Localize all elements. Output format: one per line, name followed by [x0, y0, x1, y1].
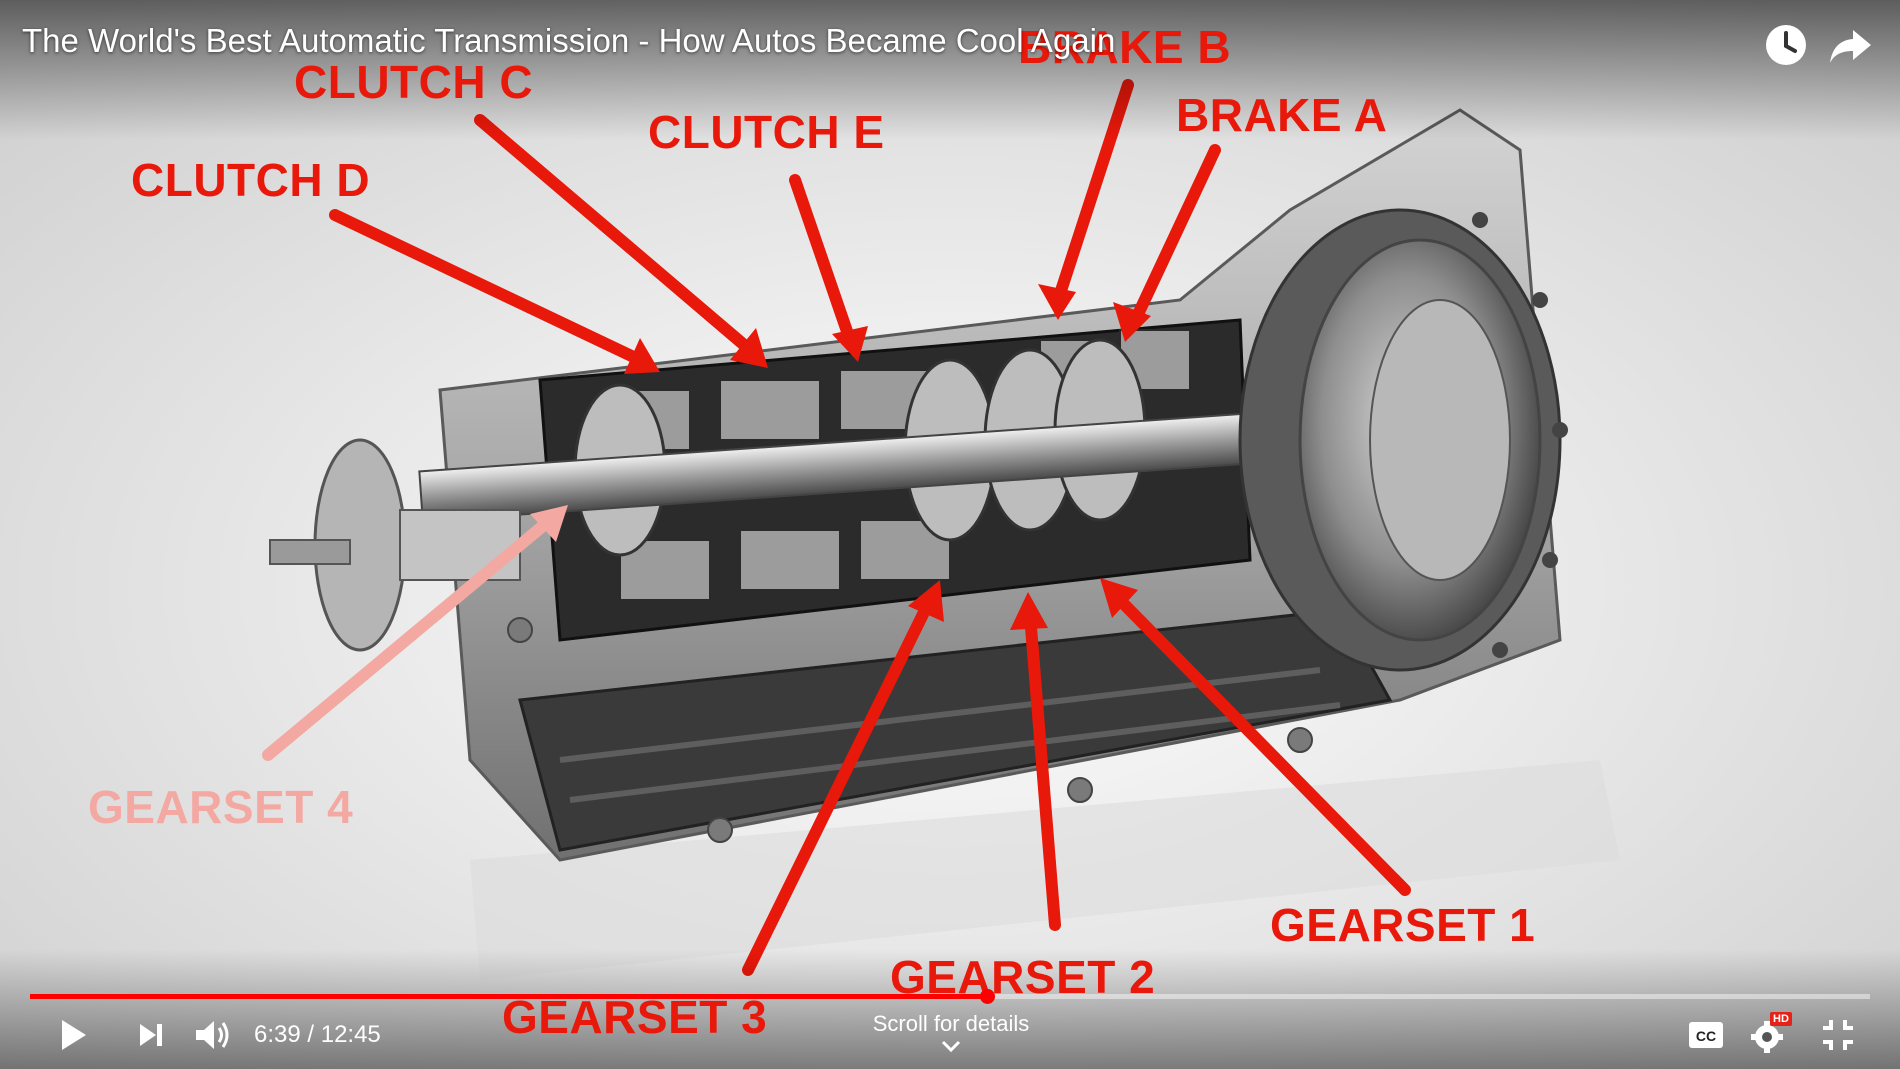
progress-played: [30, 994, 987, 999]
watch-later-icon[interactable]: [1763, 22, 1809, 68]
label-clutch-e: CLUTCH E: [648, 106, 885, 158]
top-gradient: [0, 0, 1900, 140]
captions-button[interactable]: CC: [1683, 1012, 1729, 1058]
next-button[interactable]: [128, 1012, 174, 1058]
exit-fullscreen-button[interactable]: [1815, 1012, 1861, 1058]
label-gearset-3: GEARSET 3: [502, 991, 768, 1043]
next-icon: [140, 1024, 162, 1046]
label-gearset-4: GEARSET 4: [88, 781, 354, 833]
scroll-for-details[interactable]: Scroll for details: [866, 1011, 1036, 1053]
settings-icon: [1751, 1021, 1783, 1053]
scroll-hint-label: Scroll for details: [872, 1011, 1030, 1036]
label-brake-b: BRAKE B: [1018, 21, 1232, 73]
play-icon: [62, 1020, 86, 1050]
time-display: 6:39 / 12:45: [254, 1021, 381, 1048]
label-clutch-d: CLUTCH D: [131, 154, 371, 206]
label-brake-a: BRAKE A: [1176, 89, 1388, 141]
volume-icon: [196, 1021, 229, 1049]
progress-scrubber[interactable]: [979, 989, 995, 1004]
captions-icon: CC: [1689, 1022, 1723, 1048]
volume-button[interactable]: [190, 1012, 236, 1058]
chevron-down-icon: [941, 1040, 961, 1053]
share-icon[interactable]: [1827, 22, 1873, 68]
label-clutch-c: CLUTCH C: [294, 56, 534, 108]
video-title[interactable]: The World's Best Automatic Transmission …: [22, 22, 1116, 59]
label-gearset-1: GEARSET 1: [1270, 899, 1536, 951]
svg-text:CC: CC: [1696, 1028, 1716, 1044]
exit-fullscreen-icon: [1823, 1020, 1853, 1050]
hd-badge: HD: [1770, 1012, 1792, 1026]
settings-button[interactable]: HD: [1746, 1012, 1792, 1058]
progress-bar[interactable]: [30, 989, 1870, 1004]
play-button[interactable]: [50, 1012, 96, 1058]
